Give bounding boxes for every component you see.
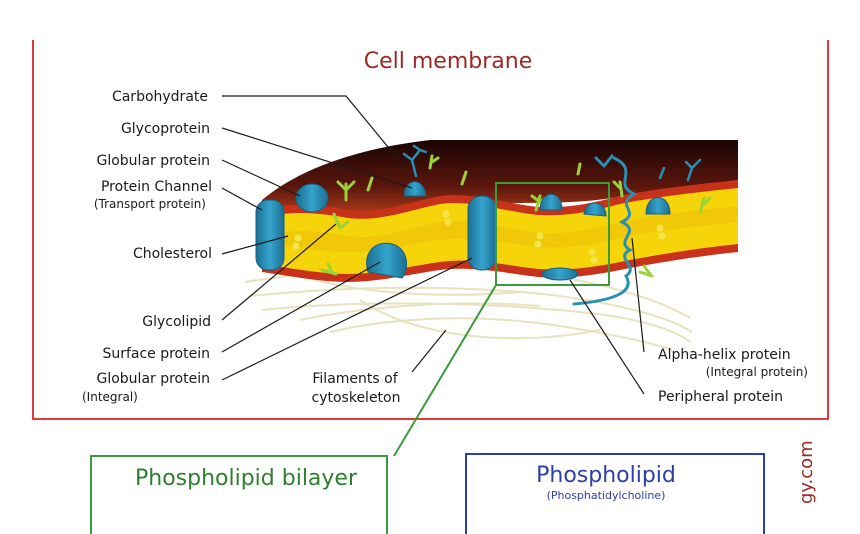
label-phospholipid: Phospholipid: [536, 463, 676, 488]
protein-channel-shape: [255, 199, 285, 271]
label-filaments-line2: cytoskeleton: [312, 390, 401, 406]
label-phosphatidylcholine: (Phosphatidylcholine): [547, 489, 666, 502]
cytoskeleton-filaments: [244, 266, 693, 351]
alpha-helix: [572, 154, 638, 306]
leader-lines: [221, 95, 645, 395]
bilayer-connector: [393, 284, 497, 457]
label-protein-channel-sub: (Transport protein): [94, 197, 206, 211]
label-peripheral: Peripheral protein: [658, 389, 783, 405]
label-filaments-line1: Filaments of: [312, 371, 398, 387]
bilayer-zoom-box: [495, 182, 610, 286]
cholesterol-molecules: [292, 210, 666, 264]
label-glycoprotein: Glycoprotein: [121, 121, 210, 137]
watermark-text: gy.com: [796, 440, 817, 504]
label-glycolipid: Glycolipid: [142, 314, 211, 330]
carbohydrate-chains: [402, 144, 702, 182]
label-globular-integral-sub: (Integral): [82, 390, 138, 404]
phospholipid-box: [465, 453, 765, 534]
label-alpha-helix-sub: (Integral protein): [706, 365, 808, 379]
label-cholesterol: Cholesterol: [133, 246, 212, 262]
label-protein-channel: Protein Channel: [101, 179, 212, 195]
phospholipid-bilayer-box: [90, 455, 388, 534]
label-globular-protein: Globular protein: [96, 153, 210, 169]
diagram-title: Cell membrane: [364, 49, 532, 74]
label-globular-integral: Globular protein: [96, 371, 210, 387]
membrane-proteins: [255, 181, 671, 281]
label-phospholipid-bilayer: Phospholipid bilayer: [135, 466, 358, 491]
label-surface-protein: Surface protein: [102, 346, 210, 362]
label-carbohydrate: Carbohydrate: [112, 89, 208, 105]
outer-frame: [32, 40, 829, 420]
label-alpha-helix: Alpha-helix protein: [658, 347, 791, 363]
